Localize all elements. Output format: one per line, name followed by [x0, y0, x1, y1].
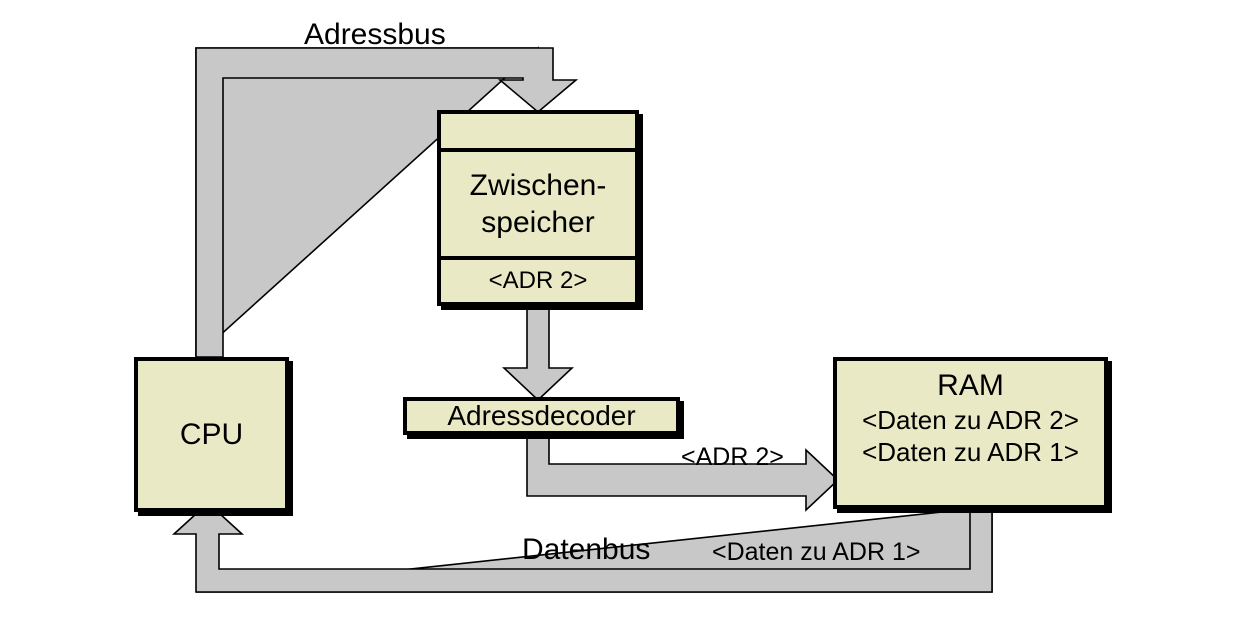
datenbus-path-solid	[171, 501, 993, 593]
adressdecoder-label: Adressdecoder	[447, 400, 636, 431]
zwischenspeicher-box[interactable]: Zwischen- speicher <ADR 2>	[437, 110, 639, 306]
adressbus-path-solid	[195, 47, 579, 358]
zwischenspeicher-label-line2: speicher	[481, 206, 595, 239]
zwischenspeicher-cell-title: Zwischen- speicher	[441, 152, 635, 260]
cpu-label: CPU	[179, 417, 244, 451]
adressbus-label: Adressbus	[304, 18, 446, 51]
datenbus-label: Datenbus	[522, 533, 651, 566]
decoder-to-ram-label: <ADR 2>	[681, 443, 784, 471]
zwischenspeicher-label-line1: Zwischen-	[469, 168, 607, 202]
ram-data-line-1: <Daten zu ADR 2>	[862, 405, 1079, 435]
zwischenspeicher-cell-value: <ADR 2>	[441, 260, 635, 302]
adressdecoder-box[interactable]: Adressdecoder	[403, 397, 680, 435]
datenbus-payload-label: <Daten zu ADR 1>	[712, 538, 921, 566]
decoder-to-ram-arrow	[526, 434, 840, 512]
ram-data-line-2: <Daten zu ADR 1>	[862, 436, 1079, 467]
zwischenspeicher-value-label: <ADR 2>	[488, 267, 588, 294]
cpu-box[interactable]: CPU	[134, 357, 289, 512]
ram-box[interactable]: RAM <Daten zu ADR 2> <Daten zu ADR 1>	[833, 357, 1108, 509]
zwischenspeicher-cell-empty	[441, 114, 635, 152]
zsp-to-decoder-arrow	[501, 305, 575, 402]
ram-title-label: RAM	[937, 369, 1004, 402]
